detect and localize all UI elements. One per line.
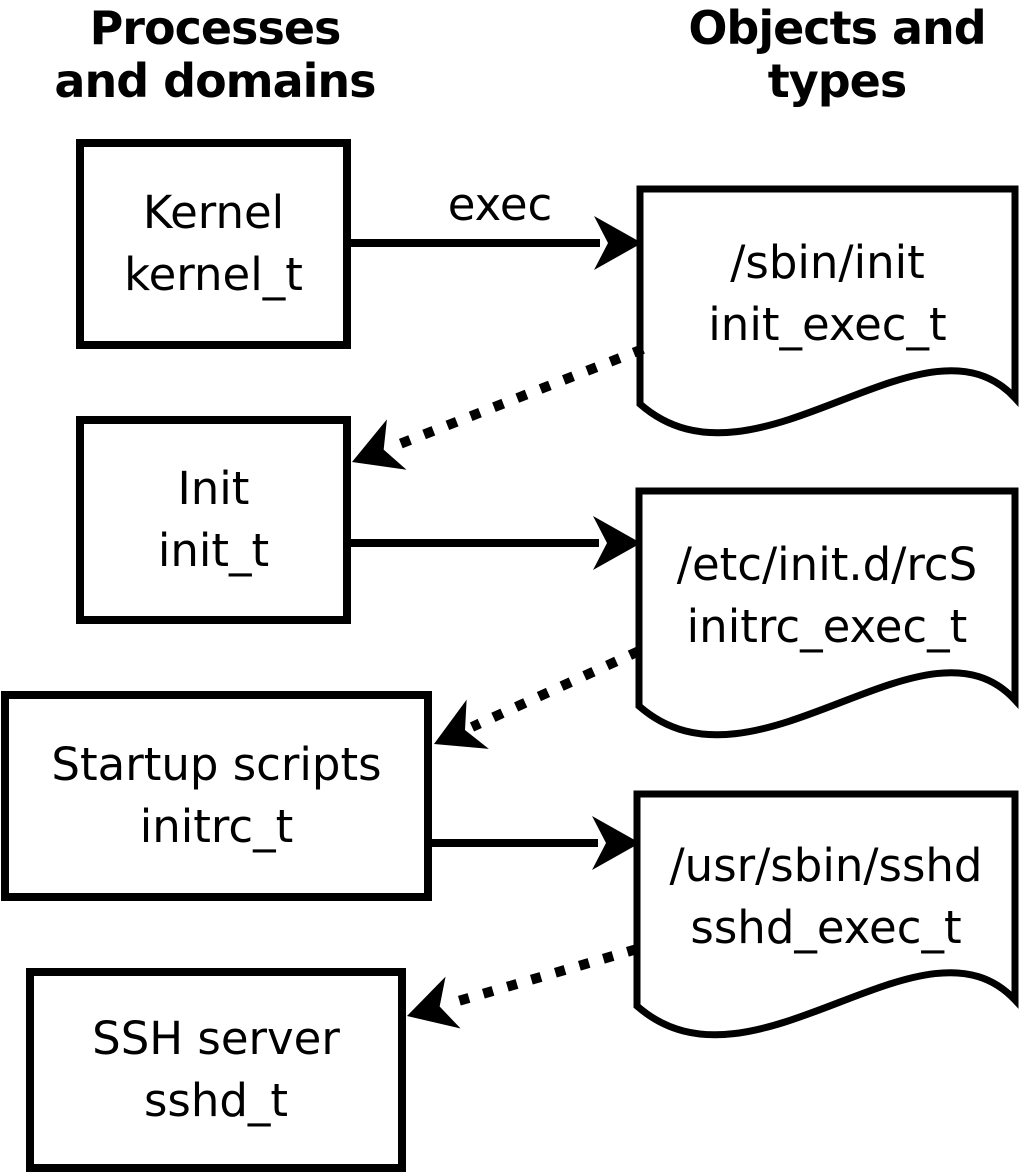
transition-arrow-initrcexec-to-initrc xyxy=(434,646,642,749)
process-name: Startup scripts xyxy=(51,738,382,791)
object-path: /sbin/init xyxy=(730,235,925,289)
process-box-init xyxy=(76,416,351,624)
object-path: /etc/init.d/rcS xyxy=(676,537,978,591)
process-label-ssh-server: SSH server sshd_t xyxy=(30,972,402,1168)
transition-arrow-initexec-to-init xyxy=(352,344,645,470)
process-label-startup-scripts: Startup scripts initrc_t xyxy=(5,695,428,897)
process-box-startup-scripts xyxy=(1,691,432,901)
exec-arrow-kernel-to-sbin-init xyxy=(351,216,642,270)
exec-arrow-label: exec xyxy=(447,178,553,231)
column-header-processes-line1: Processes xyxy=(89,1,342,55)
document-shape-etc-initd-rcs xyxy=(635,487,1019,739)
process-domain: initrc_t xyxy=(139,800,294,853)
process-name: Init xyxy=(177,462,250,515)
document-shape-sbin-init xyxy=(636,185,1019,437)
document-shape-usr-sbin-sshd xyxy=(633,790,1019,1039)
process-label-init: Init init_t xyxy=(80,420,347,620)
process-name: Kernel xyxy=(142,186,285,239)
process-box-ssh-server xyxy=(26,968,406,1172)
object-label-etc-initd-rcs: /etc/init.d/rcS initrc_exec_t xyxy=(639,491,1015,728)
exec-arrow-initrc-to-sshd xyxy=(432,816,640,870)
process-box-kernel xyxy=(76,139,351,349)
column-header-processes: Processes and domains xyxy=(5,2,425,108)
process-label-kernel: Kernel kernel_t xyxy=(80,143,347,345)
object-path: /usr/sbin/sshd xyxy=(669,839,983,892)
object-label-usr-sbin-sshd: /usr/sbin/sshd sshd_exec_t xyxy=(637,794,1015,1028)
object-label-sbin-init: /sbin/init init_exec_t xyxy=(640,189,1015,426)
object-type: sshd_exec_t xyxy=(690,901,962,954)
process-domain: sshd_t xyxy=(143,1074,289,1127)
column-header-processes-line2: and domains xyxy=(54,54,376,108)
process-domain: init_t xyxy=(157,524,270,577)
object-type: init_exec_t xyxy=(708,297,947,351)
process-domain: kernel_t xyxy=(124,248,303,301)
transition-arrow-sshdexec-to-sshd xyxy=(407,944,639,1029)
column-header-objects-line1: Objects and xyxy=(688,1,986,55)
column-header-objects: Objects and types xyxy=(645,2,1024,108)
exec-arrow-init-to-rcs xyxy=(351,516,641,570)
column-header-objects-line2: types xyxy=(767,54,907,108)
object-type: initrc_exec_t xyxy=(686,599,968,653)
process-name: SSH server xyxy=(92,1012,340,1065)
